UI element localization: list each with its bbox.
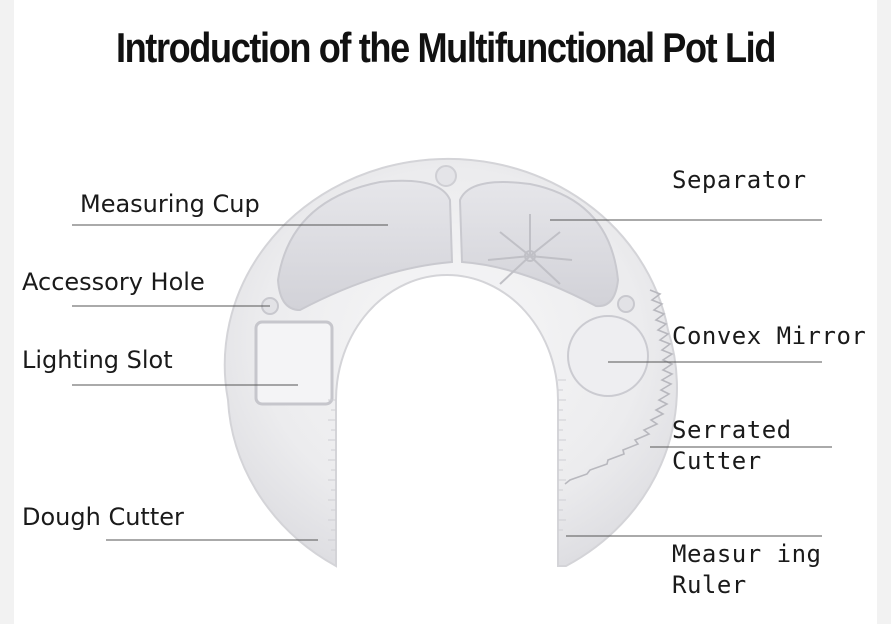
label-separator: Separator	[672, 166, 807, 194]
separator-star	[487, 214, 573, 285]
label-measuring-ruler-line1: Measur ing	[672, 540, 822, 568]
ruler-ticks-right	[558, 379, 566, 531]
serrated-edge	[564, 289, 674, 485]
page-title: Introduction of the Multifunctional Pot …	[115, 24, 776, 71]
label-serrated-cutter-line1: Serrated	[672, 416, 792, 444]
lighting-slot-shape	[254, 320, 334, 406]
label-serrated-cutter-line2: Cutter	[672, 447, 762, 475]
convex-mirror-shape	[567, 315, 649, 397]
right-margin	[877, 0, 891, 624]
ruler-ticks-left	[328, 399, 336, 551]
accessory-hole-right	[617, 295, 635, 313]
label-measuring-ruler-line2: Ruler	[672, 571, 747, 599]
measuring-cup-left	[276, 179, 454, 312]
separator-compartment	[458, 181, 620, 308]
left-margin	[0, 0, 14, 624]
label-measuring-cup: Measuring Cup	[80, 190, 260, 218]
leader-lines	[72, 219, 832, 541]
label-accessory-hole: Accessory Hole	[22, 268, 205, 296]
label-convex-mirror: Convex Mirror	[672, 322, 867, 350]
label-lighting-slot: Lighting Slot	[22, 346, 173, 374]
lid-knob	[435, 165, 457, 187]
label-dough-cutter: Dough Cutter	[22, 503, 184, 531]
